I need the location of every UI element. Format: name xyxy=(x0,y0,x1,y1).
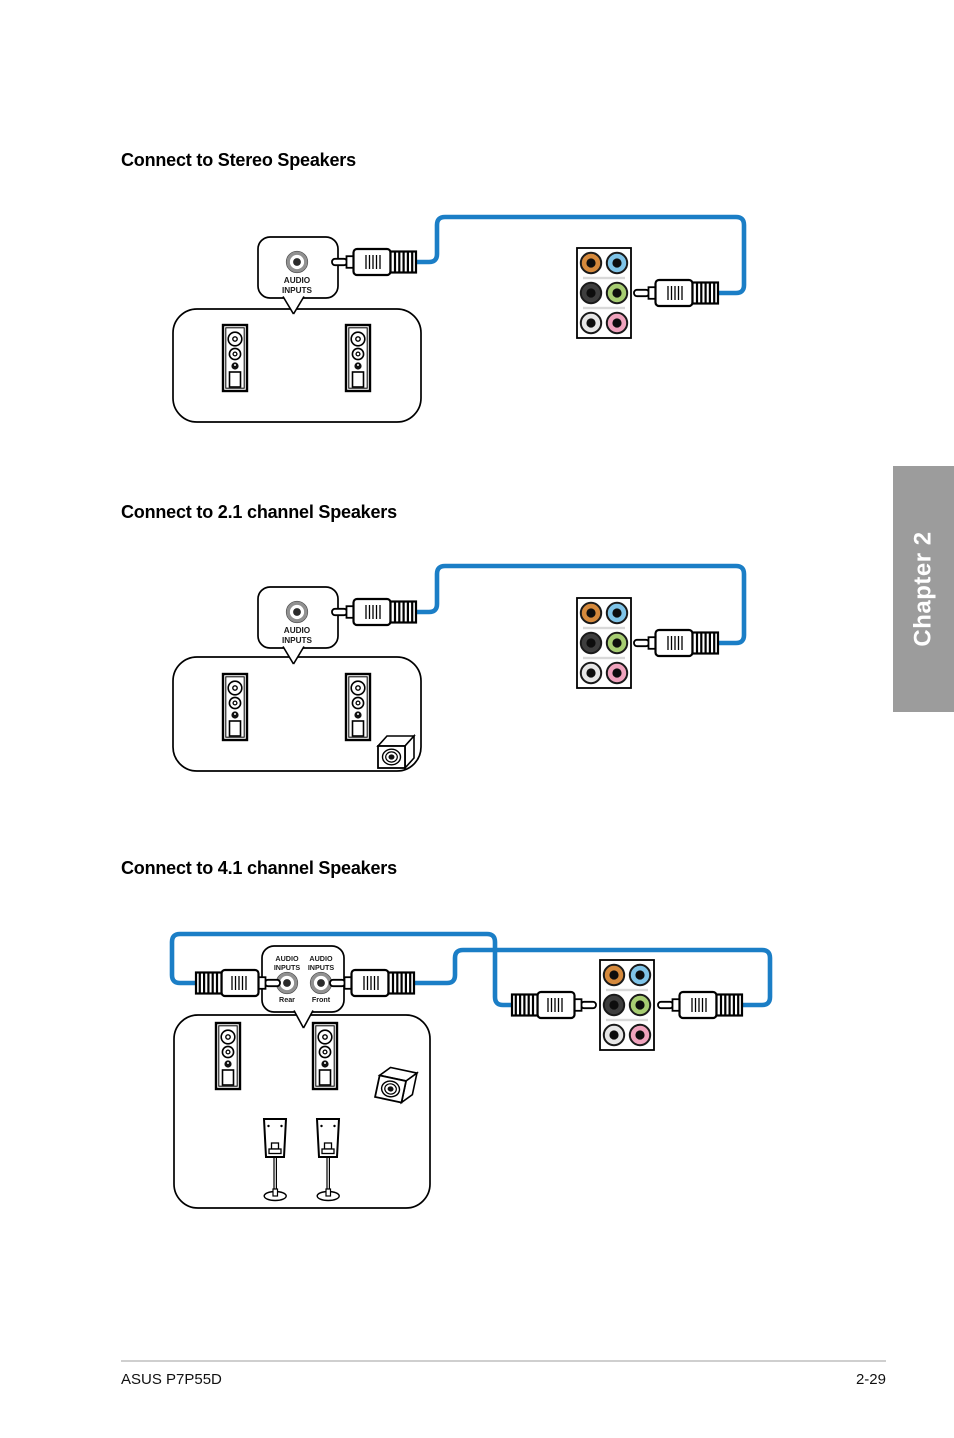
audio-port-pink xyxy=(605,661,629,685)
speaker-group-outline xyxy=(172,308,422,423)
audio-io-panel xyxy=(576,247,632,339)
front-input-jack xyxy=(308,970,334,996)
audio-inputs-callout: AUDIO INPUTS AUDIO INPUTS Rear Front xyxy=(261,945,345,1013)
audio-port-orange xyxy=(602,963,626,987)
section-heading-2-1-channel: Connect to 2.1 channel Speakers xyxy=(121,502,397,522)
audio-port-pink xyxy=(605,311,629,335)
panel-divider xyxy=(583,656,625,660)
audio-input-jack xyxy=(284,249,310,275)
callout-label-line1: AUDIO xyxy=(284,276,311,285)
plug-line-out xyxy=(632,628,720,658)
audio-port-light-blue xyxy=(605,251,629,275)
rear-audio-cable xyxy=(169,931,512,1008)
callout-label-line2: INPUTS xyxy=(282,286,313,295)
audio-port-green xyxy=(605,281,629,305)
footer-model-name: ASUS P7P55D xyxy=(121,1371,222,1388)
audio-port-gray xyxy=(579,311,603,335)
audio-inputs-callout: AUDIO INPUTS xyxy=(257,586,339,649)
right-speaker xyxy=(344,323,372,393)
subwoofer xyxy=(377,735,415,769)
section-heading-stereo: Connect to Stereo Speakers xyxy=(121,150,356,170)
audio-port-light-blue xyxy=(605,601,629,625)
speaker-group-outline xyxy=(173,1014,431,1209)
front-jack-label: Front xyxy=(312,995,331,1004)
audio-port-green xyxy=(628,993,652,1017)
audio-cable xyxy=(416,214,747,296)
audio-port-black xyxy=(602,993,626,1017)
audio-port-pink xyxy=(628,1023,652,1047)
rear-label-line2: INPUTS xyxy=(274,963,301,972)
rear-jack-label: Rear xyxy=(279,995,295,1004)
plug-rear-out xyxy=(510,990,598,1020)
audio-port-orange xyxy=(579,601,603,625)
plug-front-out xyxy=(656,990,744,1020)
chapter-tab-label: Chapter 2 xyxy=(909,531,937,647)
audio-io-panel xyxy=(599,959,655,1051)
section-heading-4-1-channel: Connect to 4.1 channel Speakers xyxy=(121,858,397,878)
front-audio-cable xyxy=(414,947,773,1008)
rear-label-line1: AUDIO xyxy=(275,954,299,963)
callout-pointer xyxy=(293,1010,314,1029)
front-left-speaker xyxy=(214,1021,242,1091)
diagram-stereo: AUDIO INPUTS xyxy=(172,214,747,423)
plug-line-out xyxy=(632,278,720,308)
callout-pointer xyxy=(282,296,305,315)
audio-port-green xyxy=(605,631,629,655)
audio-port-gray xyxy=(602,1023,626,1047)
plug-at-speaker-input xyxy=(330,597,418,627)
panel-divider xyxy=(583,626,625,630)
front-right-speaker xyxy=(311,1021,339,1091)
left-speaker xyxy=(221,672,249,742)
diagram-2-1-channel: AUDIO INPUTS xyxy=(172,563,747,772)
chapter-tab: Chapter 2 xyxy=(893,466,954,712)
callout-pointer xyxy=(282,646,305,665)
left-speaker xyxy=(221,323,249,393)
plug-at-speaker-input xyxy=(330,247,418,277)
panel-divider xyxy=(583,306,625,310)
front-label-line1: AUDIO xyxy=(309,954,333,963)
front-label-line2: INPUTS xyxy=(308,963,335,972)
footer-divider xyxy=(121,1360,886,1362)
callout-label-line1: AUDIO xyxy=(284,626,311,635)
panel-divider xyxy=(606,988,648,992)
audio-inputs-callout: AUDIO INPUTS xyxy=(257,236,339,299)
audio-input-jack xyxy=(284,599,310,625)
footer-page-number: 2-29 xyxy=(855,1371,886,1388)
audio-io-panel xyxy=(576,597,632,689)
audio-cable xyxy=(416,563,747,646)
audio-port-gray xyxy=(579,661,603,685)
diagram-4-1-channel: AUDIO INPUTS AUDIO INPUTS Rear Front xyxy=(169,931,773,1209)
audio-port-orange xyxy=(579,251,603,275)
panel-divider xyxy=(606,1018,648,1022)
audio-port-light-blue xyxy=(628,963,652,987)
panel-divider xyxy=(583,276,625,280)
callout-label-line2: INPUTS xyxy=(282,636,313,645)
audio-port-black xyxy=(579,631,603,655)
right-speaker xyxy=(344,672,372,742)
audio-port-black xyxy=(579,281,603,305)
